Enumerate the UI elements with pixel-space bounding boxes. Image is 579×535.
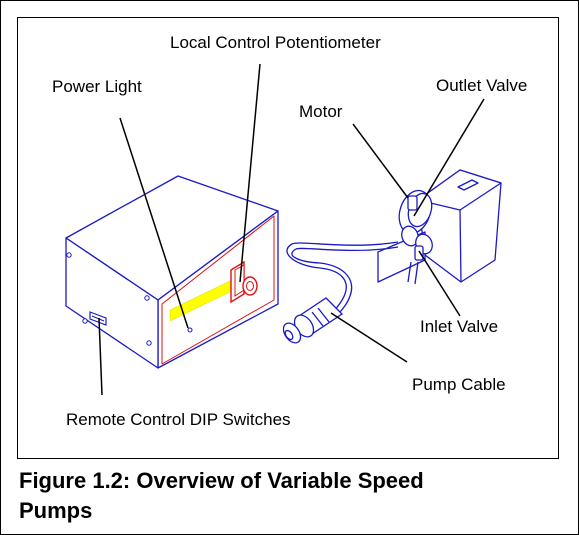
label-remote-control-dip-switches: Remote Control DIP Switches: [66, 410, 291, 429]
caption-line-1: Figure 1.2: Overview of Variable Speed: [19, 468, 424, 493]
label-pump-cable: Pump Cable: [412, 375, 506, 394]
cable-connector: [282, 297, 344, 344]
power-light-indicator: [187, 327, 193, 333]
pump-assembly: [377, 169, 502, 285]
pump-cable: [286, 241, 399, 319]
dip-switch-slot: [89, 311, 107, 326]
label-motor: Motor: [299, 102, 343, 121]
leader-outlet-valve: [413, 98, 485, 217]
leader-lines: [98, 63, 485, 396]
control-box: [65, 175, 279, 369]
side-screws: [66, 252, 152, 346]
caption-line-2: Pumps: [19, 498, 93, 523]
figure-border: [17, 17, 559, 459]
leader-remote-control-dip-switches: [98, 317, 103, 396]
leader-pump-cable: [330, 312, 408, 363]
label-outlet-valve: Outlet Valve: [436, 76, 528, 95]
figure-caption: Figure 1.2: Overview of Variable Speed P…: [19, 466, 539, 526]
leader-local-control-potentiometer: [239, 63, 261, 283]
leader-power-light: [119, 117, 189, 329]
leader-inlet-valve: [418, 250, 461, 317]
label-inlet-valve: Inlet Valve: [420, 317, 499, 336]
label-local-control-potentiometer: Local Control Potentiometer: [170, 33, 381, 52]
label-power-light: Power Light: [52, 77, 142, 96]
leader-motor: [352, 123, 409, 199]
